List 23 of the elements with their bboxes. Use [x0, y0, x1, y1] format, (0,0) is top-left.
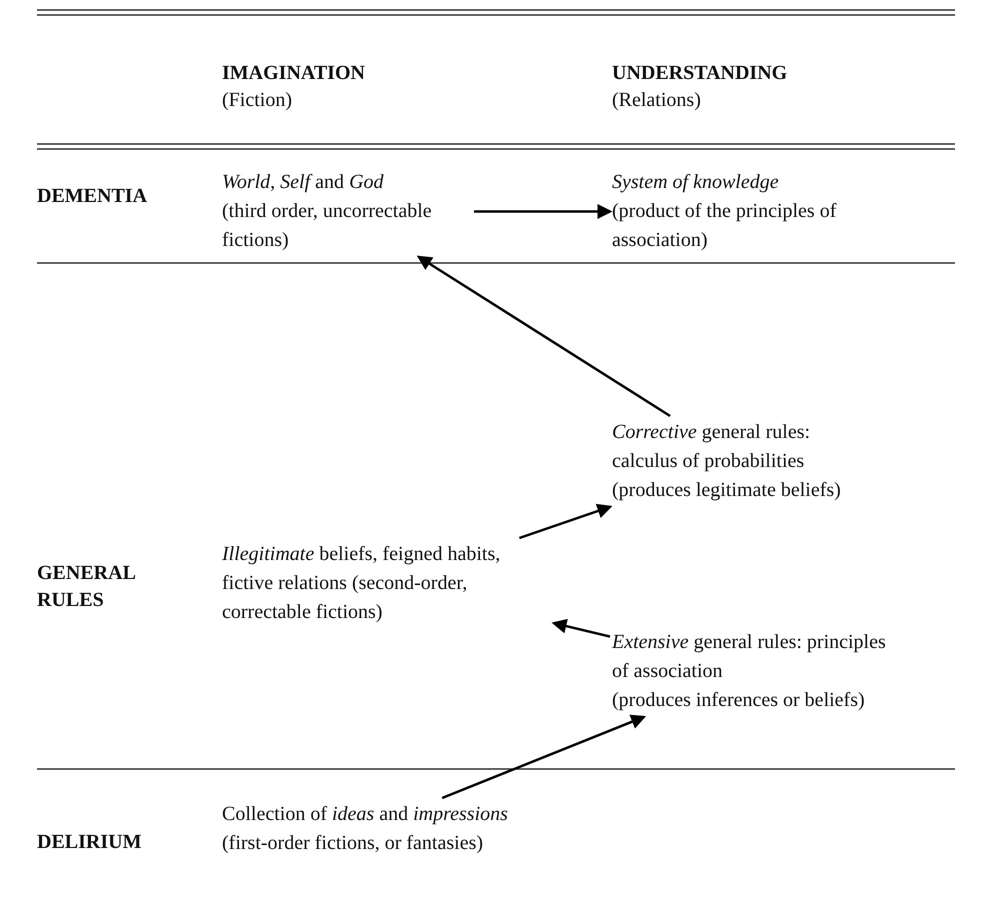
- cell-text: World, Self and God: [222, 170, 385, 195]
- header-text: DELIRIUM: [37, 830, 142, 855]
- arrow: [442, 714, 646, 800]
- note-text: (produces legitimate beliefs): [612, 478, 842, 503]
- header-text: GENERAL RULES: [37, 561, 136, 613]
- subheader-text: (Relations): [612, 88, 702, 113]
- note-text: (third order, uncorrectable fictions): [222, 199, 433, 253]
- cell-text: Corrective general rules: calculus of probabilities: [612, 420, 812, 474]
- subheader-text: (Fiction): [222, 88, 293, 113]
- arrow: [416, 256, 671, 418]
- arrow: [519, 504, 612, 540]
- cell-text: Collection of ideas and impressions: [222, 802, 508, 827]
- header-text: IMAGINATION: [222, 61, 366, 86]
- header-text: DEMENTIA: [37, 184, 148, 209]
- cell-text: System of knowledge: [612, 170, 780, 195]
- arrow: [552, 618, 610, 638]
- arrow: [474, 204, 612, 219]
- note-text: (produces inferences or beliefs): [612, 688, 866, 713]
- header-text: UNDERSTANDING: [612, 61, 788, 86]
- cell-text: Extensive general rules: principles of association: [612, 630, 887, 684]
- note-text: (first-order fictions, or fantasies): [222, 831, 484, 856]
- note-text: (product of the principles of association): [612, 199, 838, 253]
- cell-text: Illegitimate beliefs, feigned habits, fictive relations (second-order, correctable fictions): [222, 542, 502, 625]
